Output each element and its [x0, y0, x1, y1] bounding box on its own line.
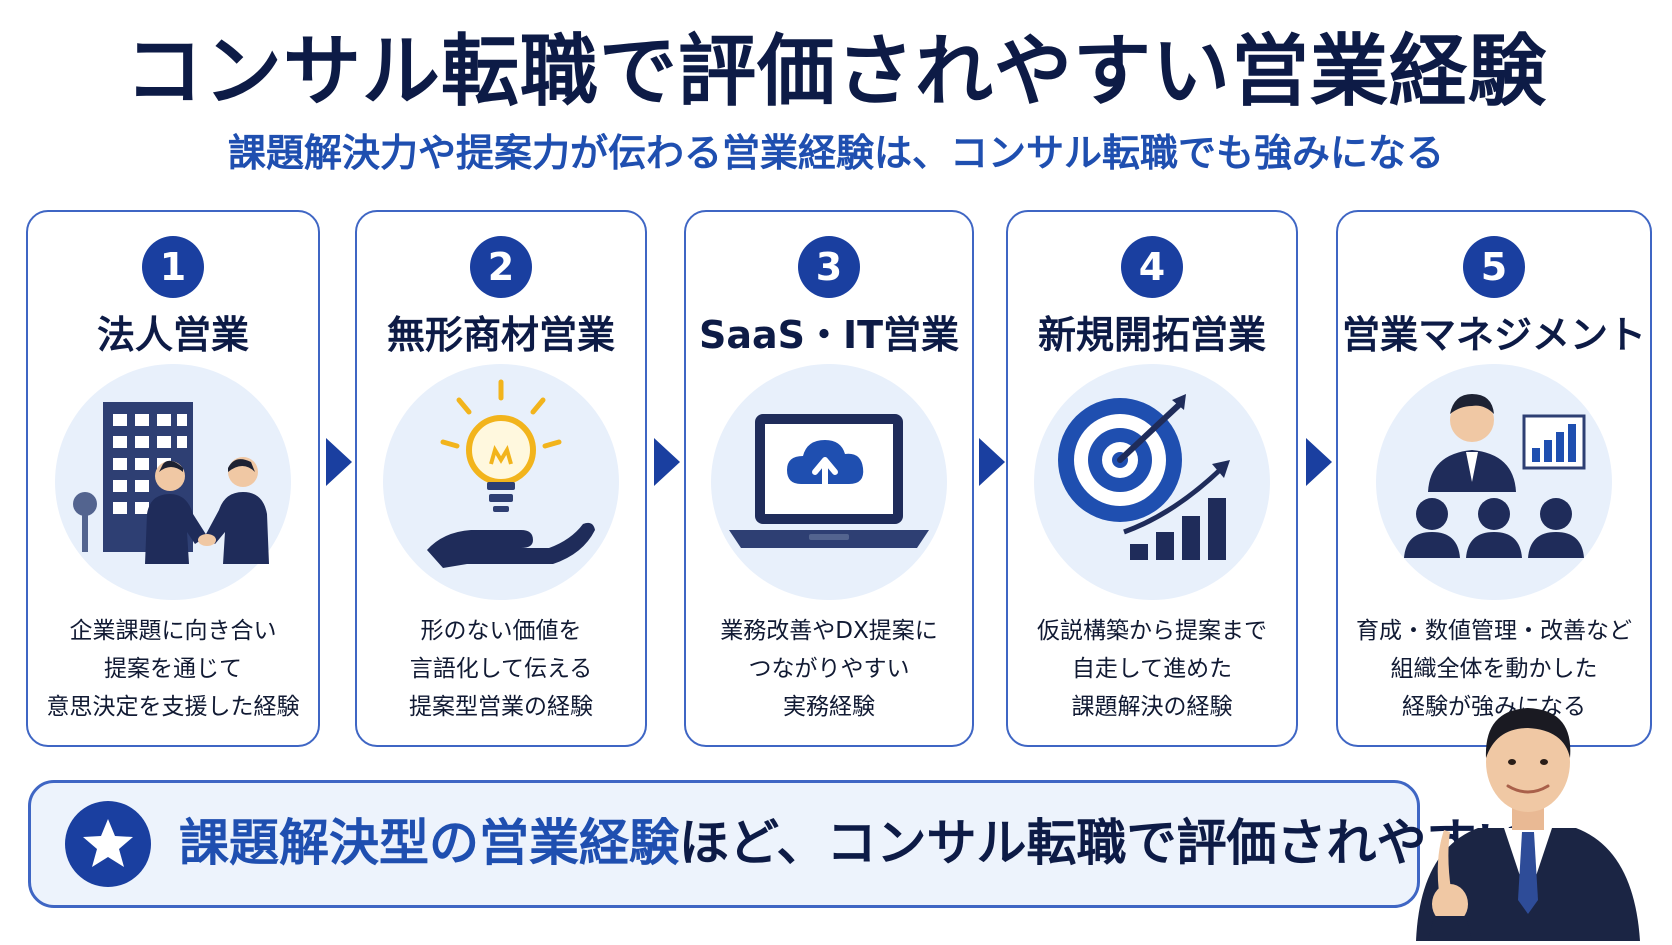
page-title: コンサル転職で評価されやすい営業経験	[124, 27, 1547, 117]
chevron-right-icon	[1306, 438, 1332, 486]
chevron-right-icon	[326, 438, 352, 486]
card-description: 企業課題に向き合い 提案を通じて 意思決定を支援した経験	[28, 612, 318, 726]
card-intangible-sales: 2 無形商材営業 形のない価値を 言語化して伝える 提案型営業の経験	[355, 210, 647, 747]
conclusion-text: 課題解決型の営業経験ほど、コンサル転職で評価されやすい	[179, 803, 1527, 883]
card-description-line: 仮説構築から提案まで	[1037, 618, 1267, 644]
conclusion-highlight: 課題解決型の営業経験	[179, 814, 679, 872]
step-number-badge: 1	[142, 236, 204, 298]
card-description-line: 言語化して伝える	[409, 656, 593, 682]
card-saas-it-sales: 3 SaaS・IT営業 業務改善やDX提案に つながりやすい 実務経験	[684, 210, 974, 747]
star-icon	[65, 801, 151, 887]
businessman-pointing-illustration	[1400, 700, 1652, 945]
card-description-line: 実務経験	[783, 694, 875, 720]
card-description-line: 提案型営業の経験	[409, 694, 593, 720]
conclusion-banner: 課題解決型の営業経験ほど、コンサル転職で評価されやすい	[28, 780, 1527, 908]
card-title: 無形商材営業	[386, 313, 615, 357]
card-description-line: 組織全体を動かした	[1390, 656, 1598, 682]
card-description: 形のない価値を 言語化して伝える 提案型営業の経験	[357, 612, 645, 726]
card-sales-management: 5 営業マネジメント 育成・数値管理・改善など 組織全体を動かした 経験が強みに…	[1336, 210, 1652, 747]
team-management-icon	[1376, 364, 1612, 600]
card-corporate-sales: 1 法人営業 企業課題に向き合い 提案を通じて 意思決定を支援した経験	[26, 210, 320, 747]
card-description-line: 意思決定を支援した経験	[46, 694, 300, 720]
laptop-cloud-icon	[711, 364, 947, 600]
card-description-line: 企業課題に向き合い	[69, 618, 277, 644]
card-description: 仮説構築から提案まで 自走して進めた 課題解決の経験	[1008, 612, 1296, 726]
card-description-line: 課題解決の経験	[1071, 694, 1233, 720]
step-number-badge: 5	[1463, 236, 1525, 298]
card-title: 営業マネジメント	[1341, 313, 1646, 357]
conclusion-rest: ほど、コンサル転職で評価されやすい	[679, 814, 1527, 872]
card-title: SaaS・IT営業	[698, 313, 960, 357]
card-title: 新規開拓営業	[1037, 313, 1266, 357]
card-description-line: 提案を通じて	[104, 656, 242, 682]
card-description: 業務改善やDX提案に つながりやすい 実務経験	[686, 612, 972, 726]
target-growth-icon	[1034, 364, 1270, 600]
step-number-badge: 2	[470, 236, 532, 298]
card-title: 法人営業	[96, 313, 249, 357]
card-description-line: 業務改善やDX提案に	[720, 618, 938, 644]
page-subtitle: 課題解決力や提案力が伝わる営業経験は、コンサル転職でも強みになる	[227, 131, 1444, 175]
card-description-line: つながりやすい	[748, 656, 910, 682]
card-description-line: 自走して進めた	[1071, 656, 1233, 682]
card-description-line: 育成・数値管理・改善など	[1356, 618, 1632, 644]
chevron-right-icon	[654, 438, 680, 486]
card-description-line: 形のない価値を	[420, 618, 582, 644]
lightbulb-hand-icon	[383, 364, 619, 600]
step-number-badge: 4	[1121, 236, 1183, 298]
card-description: 育成・数値管理・改善など 組織全体を動かした 経験が強みになる	[1338, 612, 1650, 726]
step-number-badge: 3	[798, 236, 860, 298]
business-handshake-icon	[55, 364, 291, 600]
card-description-line: 経験が強みになる	[1402, 694, 1586, 720]
chevron-right-icon	[979, 438, 1005, 486]
card-new-business-sales: 4 新規開拓営業 仮説構築から提案まで 自走して進めた 課題解決の経験	[1006, 210, 1298, 747]
